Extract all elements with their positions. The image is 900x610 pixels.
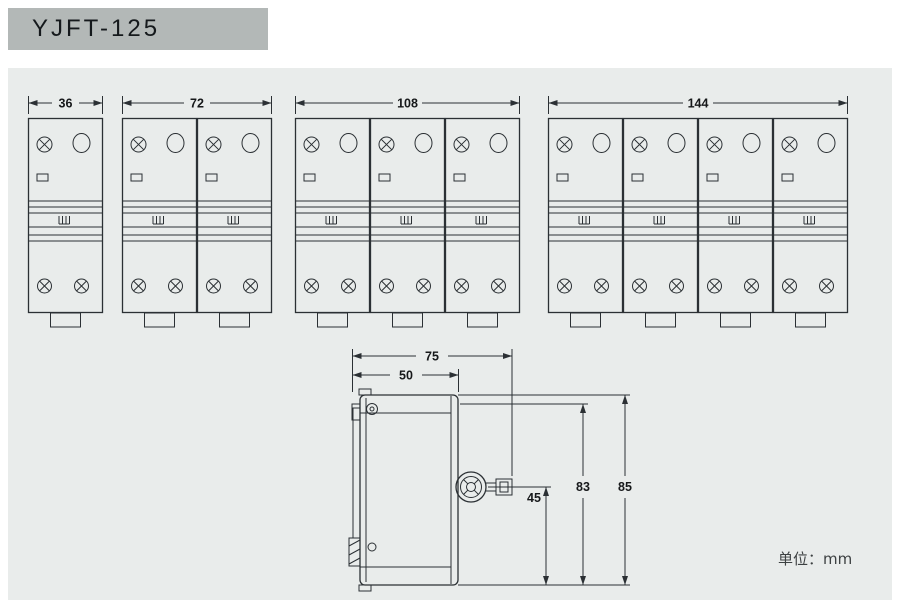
front-view-4pole: 144 <box>547 96 849 328</box>
pole-module <box>294 117 371 328</box>
depth-dimension-label: 75 <box>425 350 439 364</box>
page-title-text: YJFT-125 <box>32 15 161 42</box>
width-dimension-144: 144 <box>548 96 848 114</box>
front-view-2pole: 72 <box>121 96 273 328</box>
mounting-screw-icon <box>366 403 378 415</box>
width-dimension-label: 144 <box>688 97 709 111</box>
pole-module <box>622 117 699 328</box>
pole-module <box>547 117 624 328</box>
width-dimension-label: 36 <box>59 97 73 111</box>
unit-label: 单位：mm <box>778 550 852 568</box>
diagram-panel: 36 72 <box>8 68 892 600</box>
height-dimension-45: 45 <box>527 487 549 585</box>
pole-module <box>196 117 273 328</box>
width-dimension-108: 108 <box>295 96 520 114</box>
width-dimension-label: 108 <box>397 97 418 111</box>
depth-dimension-label: 50 <box>399 369 413 383</box>
front-view-1pole: 36 <box>27 96 104 328</box>
front-view-3pole: 108 <box>294 96 521 328</box>
side-body-outline <box>359 394 459 586</box>
width-dimension-72: 72 <box>122 96 272 114</box>
pole-module <box>369 117 446 328</box>
height-dimension-label: 83 <box>576 480 590 494</box>
depth-dimension-50: 50 <box>352 369 459 392</box>
side-view: 75 50 45 <box>348 349 632 592</box>
pole-module <box>121 117 198 328</box>
height-dimension-85: 85 <box>618 395 632 585</box>
din-rail-clip <box>348 403 361 567</box>
height-dimension-label: 45 <box>527 491 541 505</box>
width-dimension-36: 36 <box>28 96 103 114</box>
depth-dimension-75: 75 <box>352 349 513 476</box>
dimension-diagram: 36 72 <box>27 96 852 592</box>
pole-module <box>697 117 774 328</box>
pole-module <box>27 117 104 328</box>
page-title: YJFT-125 <box>8 8 268 50</box>
width-dimension-label: 72 <box>190 97 204 111</box>
pole-module <box>444 117 521 328</box>
height-dimension-83: 83 <box>576 404 590 585</box>
height-dimension-label: 85 <box>618 480 632 494</box>
pole-module <box>772 117 849 328</box>
